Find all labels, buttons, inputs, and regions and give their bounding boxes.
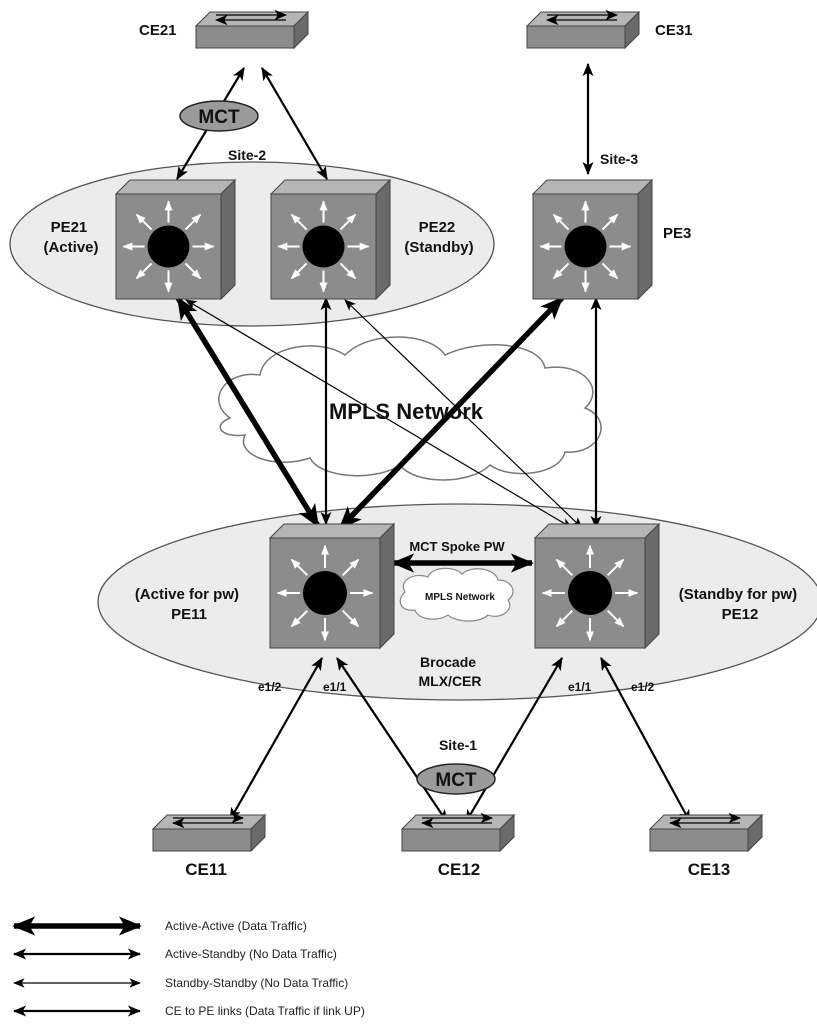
ce21-label: CE21 <box>139 22 177 39</box>
mct-top-label: MCT <box>198 107 240 128</box>
link-ce21-pe22 <box>261 67 328 180</box>
switch-ce13[interactable] <box>648 812 764 853</box>
legend-label-ce-pe: CE to PE links (Data Traffic if link UP) <box>165 1004 365 1018</box>
legend-item-active-active: Active-Active (Data Traffic) <box>12 916 307 936</box>
ce13-label: CE13 <box>688 860 731 879</box>
port-pe12-e11: e1/1 <box>568 680 592 694</box>
router-pe12[interactable] <box>533 522 661 650</box>
switch-ce11[interactable] <box>151 812 267 853</box>
ce31-label: CE31 <box>655 22 693 39</box>
legend-label-active-active: Active-Active (Data Traffic) <box>165 919 307 933</box>
switch-ce12[interactable] <box>400 812 516 853</box>
legend-item-active-standby: Active-Standby (No Data Traffic) <box>12 947 337 961</box>
link-pe22-pe12 <box>344 299 583 529</box>
mct-spoke-pw-label: MCT Spoke PW <box>409 539 505 554</box>
router-pe3[interactable] <box>531 178 654 301</box>
devices-layer <box>114 9 764 853</box>
links-layer <box>175 62 691 823</box>
pe11-label: (Active for pw) PE11 <box>135 586 243 623</box>
legend: Active-Active (Data Traffic) Active-Stand… <box>12 916 365 1018</box>
switch-ce31[interactable] <box>525 9 641 50</box>
brocade-label: Brocade MLX/CER <box>419 654 482 689</box>
mpls-network-small-label: MPLS Network <box>425 592 495 603</box>
switch-ce21[interactable] <box>194 9 310 50</box>
ce11-label: CE11 <box>185 860 227 879</box>
mpls-network-label: MPLS Network <box>329 399 484 424</box>
legend-item-ce-pe: CE to PE links (Data Traffic if link UP) <box>12 1004 365 1018</box>
router-core-icon <box>564 225 607 268</box>
router-core-icon <box>302 225 345 268</box>
pe21-label: PE21 (Active) <box>43 219 98 256</box>
site2-label: Site-2 <box>228 147 266 163</box>
site1-label: Site-1 <box>439 737 477 753</box>
site3-label: Site-3 <box>600 151 638 167</box>
legend-label-active-standby: Active-Standby (No Data Traffic) <box>165 947 337 961</box>
router-pe21[interactable] <box>114 178 237 301</box>
router-core-icon <box>147 225 190 268</box>
link-pe11-ce12 <box>336 657 448 823</box>
link-pe12-ce12 <box>465 657 563 823</box>
router-pe22[interactable] <box>269 178 392 301</box>
legend-label-standby-standby: Standby-Standby (No Data Traffic) <box>165 976 348 990</box>
pe12-label: (Standby for pw) PE12 <box>679 586 802 623</box>
mct-top: MCT <box>179 100 259 132</box>
legend-item-standby-standby: Standby-Standby (No Data Traffic) <box>13 976 348 990</box>
port-pe12-e12: e1/2 <box>631 680 655 694</box>
mct-bottom: MCT <box>416 763 496 795</box>
router-pe11[interactable] <box>268 522 396 650</box>
link-pe11-ce11 <box>229 657 323 821</box>
mct-bottom-label: MCT <box>435 770 477 791</box>
mpls-cloud-small: MPLS Network <box>399 567 514 622</box>
pe22-label: PE22 (Standby) <box>404 219 473 256</box>
link-pe12-ce13 <box>600 657 691 823</box>
port-pe11-e12: e1/2 <box>258 680 282 694</box>
ce12-label: CE12 <box>438 860 481 879</box>
port-pe11-e11: e1/1 <box>323 680 347 694</box>
pe3-label: PE3 <box>663 225 691 242</box>
router-core-icon <box>303 571 347 615</box>
router-core-icon <box>568 571 612 615</box>
